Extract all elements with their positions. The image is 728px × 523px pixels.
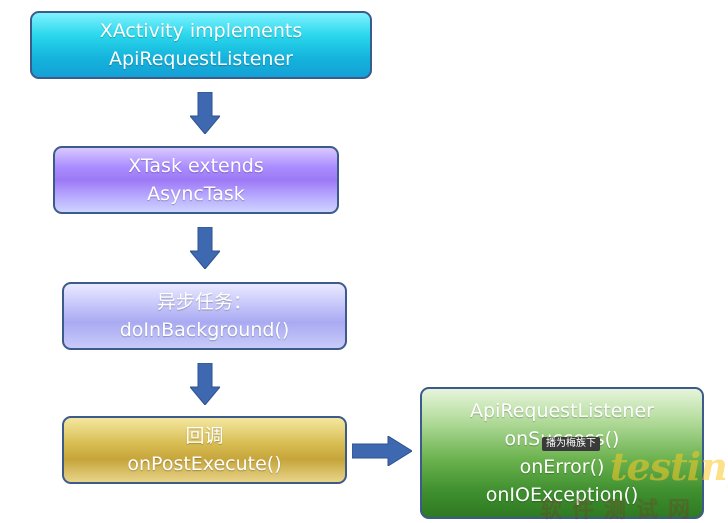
box-line: onError(): [519, 456, 605, 478]
header-text-fragment: [0, 0, 728, 8]
box-line: XTask extends: [128, 155, 264, 177]
listener-methods-box: ApiRequestListener onSuccess() onError()…: [420, 387, 704, 519]
down-arrow-3: [190, 363, 220, 405]
overlay-tooltip: 播为梅族下: [542, 437, 600, 451]
box-line: AsyncTask: [147, 183, 245, 205]
box-line: onPostExecute(): [127, 453, 282, 475]
box-line: 异步任务：: [156, 291, 252, 313]
callback-box: 回调 onPostExecute(): [62, 416, 347, 484]
box-line: 回调: [185, 425, 224, 447]
xtask-box: XTask extends AsyncTask: [53, 146, 339, 214]
down-arrow-2: [190, 227, 220, 269]
box-line: ApiRequestListener: [470, 400, 654, 422]
xactivity-box: XActivity implements ApiRequestListener: [30, 11, 372, 79]
box-line: XActivity implements: [99, 20, 303, 42]
box-line: doInBackground(): [119, 319, 290, 341]
async-task-box: 异步任务： doInBackground(): [62, 282, 347, 350]
down-arrow-1: [190, 92, 220, 134]
right-arrow: [352, 436, 412, 466]
box-line: onIOException(): [485, 484, 639, 506]
box-line: ApiRequestListener: [109, 48, 293, 70]
